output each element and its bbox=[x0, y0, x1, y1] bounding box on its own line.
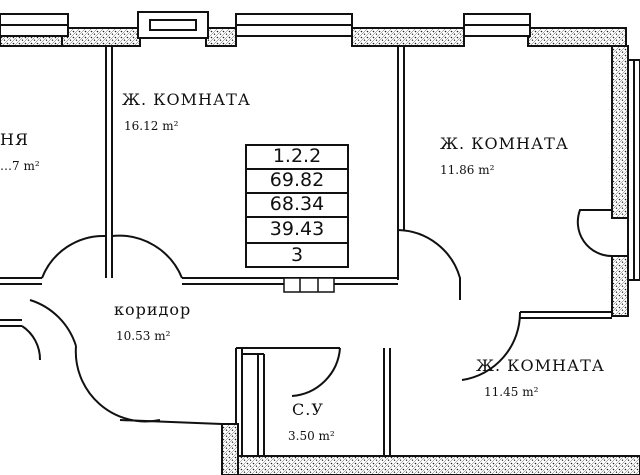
vent bbox=[283, 277, 335, 293]
exterior-wall-right bbox=[611, 45, 640, 317]
room-area-living-room-2: 11.86 m² bbox=[440, 164, 494, 176]
window bbox=[463, 13, 531, 37]
window bbox=[0, 13, 69, 37]
area-value: 11.86 bbox=[440, 163, 475, 177]
apartment-table: 1.2.2 69.82 68.34 39.43 3 bbox=[246, 145, 348, 267]
room-name-living-room-1: Ж. КОМНАТА bbox=[122, 90, 251, 109]
table-cell-type: 1.2.2 bbox=[272, 145, 322, 167]
table-cell-living-area: 39.43 bbox=[269, 218, 325, 240]
area-value: 16.12 bbox=[124, 119, 159, 133]
area-unit: m² bbox=[318, 429, 335, 443]
window bbox=[137, 11, 209, 39]
area-unit: m² bbox=[162, 119, 179, 133]
area-unit: m² bbox=[154, 329, 171, 343]
area-value: …7 bbox=[0, 159, 20, 173]
table-cell-area: 68.34 bbox=[269, 193, 325, 215]
room-name-living-room-2: Ж. КОМНАТА bbox=[440, 134, 569, 153]
table-cell-room-count: 3 bbox=[290, 244, 304, 266]
room-name-living-room-3: Ж. КОМНАТА bbox=[476, 356, 605, 375]
area-value: 11.45 bbox=[484, 385, 519, 399]
table-cell-total-area: 69.82 bbox=[269, 169, 325, 191]
window bbox=[235, 13, 353, 37]
door-swing bbox=[21, 229, 522, 425]
room-area-corridor: 10.53 m² bbox=[116, 330, 170, 342]
door-swing bbox=[576, 209, 613, 258]
room-name-partial: НЯ bbox=[0, 130, 29, 149]
area-value: 10.53 bbox=[116, 329, 151, 343]
room-area-bathroom: 3.50 m² bbox=[288, 430, 335, 442]
exterior-wall-bottom bbox=[221, 423, 640, 475]
apartment-table-frame bbox=[245, 144, 349, 268]
area-unit: m² bbox=[478, 163, 495, 177]
room-area-living-room-1: 16.12 m² bbox=[124, 120, 178, 132]
room-area-partial: …7 m² bbox=[0, 160, 40, 172]
room-area-living-room-3: 11.45 m² bbox=[484, 386, 538, 398]
room-name-bathroom: С.У bbox=[292, 400, 324, 419]
room-name-corridor: коридор bbox=[114, 300, 192, 319]
area-unit: m² bbox=[522, 385, 539, 399]
area-unit: m² bbox=[23, 159, 40, 173]
area-value: 3.50 bbox=[288, 429, 315, 443]
